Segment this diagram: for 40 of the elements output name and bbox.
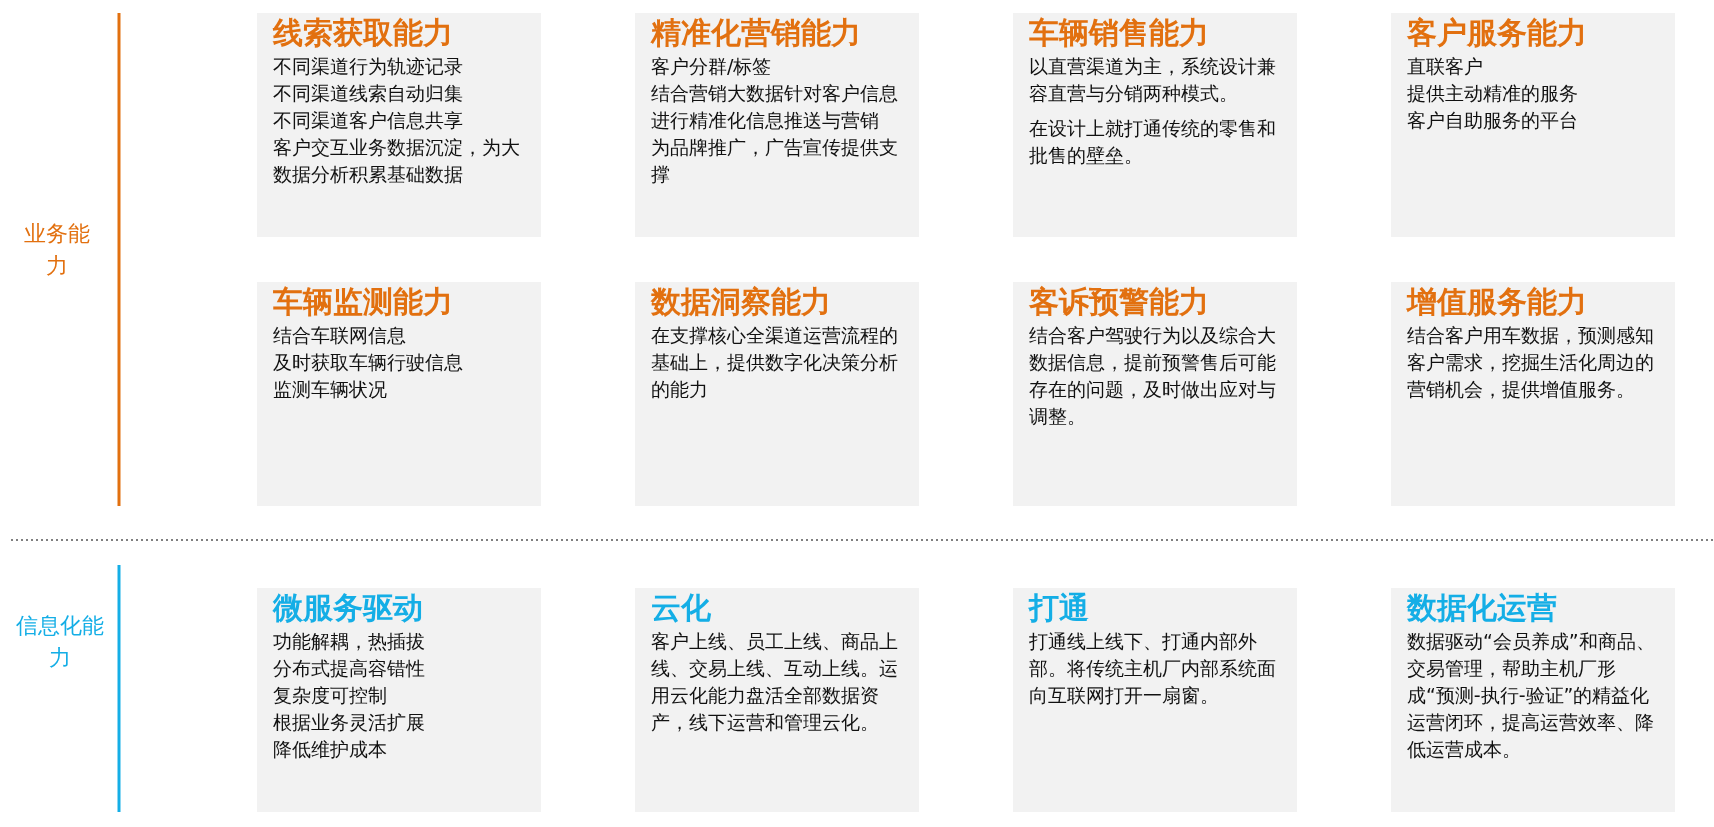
card-text: 结合客户用车数据，预测感知客户需求，挖掘生活化周边的营销机会，提供增值服务。 [1407, 323, 1655, 402]
card-text: 提供主动精准的服务 [1407, 81, 1579, 106]
card-text: 不同渠道客户信息共享 [273, 108, 464, 133]
section-label: 业务能力 [23, 220, 91, 280]
card-text: 数据驱动“会员养成”和商品、交易管理，帮助主机厂形成“预测-执行-验证”的精益化运营闭环，提高运营效率、降低运营成本。 [1407, 629, 1656, 762]
card-text: 客户分群/标签 [651, 54, 773, 79]
section-label: 信息化能力 [15, 612, 105, 672]
card-heading: 增值服务能力 [1407, 284, 1588, 320]
card-text: 打通线上线下、打通内部外部。将传统主机厂内部系统面向互联网打开一扇窗。 [1029, 629, 1277, 708]
card-heading: 数据化运营 [1407, 590, 1558, 626]
card-heading: 云化 [651, 590, 712, 626]
card-text: 为品牌推广，广告宣传提供支撑 [651, 135, 899, 187]
card-text: 及时获取车辆行驶信息 [273, 350, 464, 375]
card-heading: 数据洞察能力 [651, 284, 832, 320]
card-text: 复杂度可控制 [273, 683, 388, 708]
card-text: 监测车辆状况 [273, 377, 388, 402]
card-text: 在支撑核心全渠道运营流程的基础上，提供数字化决策分析的能力 [651, 323, 899, 402]
card-text: 根据业务灵活扩展 [273, 710, 426, 735]
card-text: 客户交互业务数据沉淀，为大数据分析积累基础数据 [273, 135, 521, 187]
card-heading: 客诉预警能力 [1029, 284, 1210, 320]
card-text: 客户自助服务的平台 [1407, 108, 1579, 133]
card-heading: 精准化营销能力 [651, 15, 862, 51]
card-heading: 客户服务能力 [1407, 15, 1588, 51]
card-text: 分布式提高容错性 [273, 656, 426, 681]
card-heading: 线索获取能力 [273, 15, 454, 51]
card-text: 降低维护成本 [273, 737, 388, 762]
card-text: 在设计上就打通传统的零售和批售的壁垒。 [1029, 116, 1277, 168]
card-text: 结合营销大数据针对客户信息进行精准化信息推送与营销 [651, 81, 899, 133]
card-text: 以直营渠道为主，系统设计兼容直营与分销两种模式。 [1029, 54, 1277, 106]
card-text: 客户上线、员工上线、商品上线、交易上线、互动上线。运用云化能力盘活全部数据资产，线下运营和管理云化。 [651, 629, 899, 735]
card-text: 直联客户 [1407, 54, 1484, 79]
card-text: 结合车联网信息 [273, 323, 407, 348]
card-text: 不同渠道线索自动归集 [273, 81, 464, 106]
card-heading: 微服务驱动 [273, 590, 424, 626]
card-heading: 打通 [1029, 590, 1090, 626]
card-heading: 车辆销售能力 [1029, 15, 1210, 51]
card-heading: 车辆监测能力 [273, 284, 454, 320]
card-text: 不同渠道行为轨迹记录 [273, 54, 464, 79]
card-text: 结合客户驾驶行为以及综合大数据信息，提前预警售后可能存在的问题，及时做出应对与调整。 [1029, 323, 1277, 429]
card-text: 功能解耦，热插拔 [273, 629, 426, 654]
